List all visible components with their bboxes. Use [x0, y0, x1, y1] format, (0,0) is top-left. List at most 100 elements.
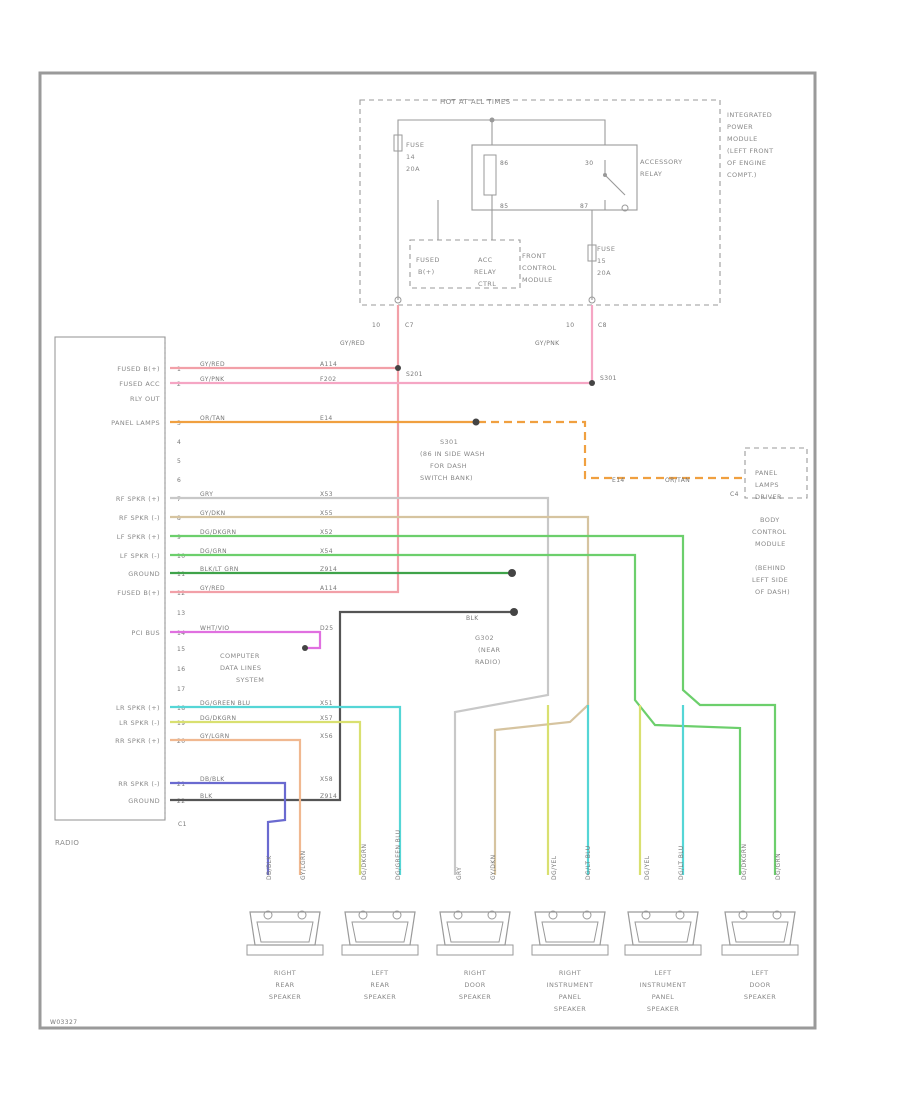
radio-row: 17	[177, 686, 185, 693]
radio-circuit: X56	[320, 733, 333, 740]
wire-x57-yellow	[170, 720, 362, 875]
speaker-name: SPEAKER	[647, 1005, 679, 1013]
speaker-name: REAR	[370, 981, 389, 989]
radio-wire-color: DG/DKGRN	[200, 715, 236, 722]
speaker-name: RIGHT	[559, 969, 581, 977]
wire-x52-green	[170, 534, 777, 875]
radio-wire-color: GY/RED	[200, 585, 225, 592]
hot-at-all-times: HOT AT ALL TIMES	[440, 98, 511, 106]
svg-text:COMPT.): COMPT.)	[727, 171, 757, 179]
radio-pin-number: 9	[177, 534, 181, 541]
radio-wire-color: DG/DKGRN	[200, 529, 236, 536]
ipm-label: INTEGRATED POWER MODULE (LEFT FRONT OF E…	[727, 111, 773, 179]
radio-pin-number: 7	[177, 496, 181, 503]
svg-text:(BEHIND: (BEHIND	[755, 564, 786, 572]
splice-e14-dot	[472, 418, 480, 426]
svg-text:RADIO): RADIO)	[475, 658, 501, 666]
radio-circuit: X54	[320, 548, 333, 555]
speaker-name: PANEL	[652, 993, 675, 1001]
svg-text:OF ENGINE: OF ENGINE	[727, 159, 766, 167]
fuse-14: FUSE 14 20A	[393, 128, 424, 300]
radio-pin-label: PANEL LAMPS	[111, 419, 160, 427]
speaker-name: SPEAKER	[554, 1005, 586, 1013]
radio-pin-label: LR SPKR (+)	[116, 704, 160, 712]
svg-text:C4: C4	[730, 491, 739, 498]
radio-pin-label: RF SPKR (+)	[116, 495, 160, 503]
svg-text:ACC: ACC	[478, 256, 493, 264]
fuse-15: FUSE 15 20A	[587, 210, 615, 300]
svg-text:RELAY: RELAY	[474, 268, 496, 276]
wire-gy-pnk-top: GY/PNK	[535, 340, 560, 347]
speaker-wire-label: DG/LT BLU	[678, 845, 685, 880]
wire-f202	[170, 305, 594, 385]
ground-dot-2	[510, 608, 518, 616]
radio-pin-label: RR SPKR (+)	[115, 737, 160, 745]
radio-pin-number: 19	[177, 720, 185, 727]
radio-name: RADIO	[55, 839, 79, 847]
diagram-frame	[38, 71, 817, 1030]
radio-row: RLY OUT	[130, 395, 160, 403]
radio-pin-label: LF SPKR (+)	[117, 533, 160, 541]
accessory-relay: 86 85 30 87 ACCESSORY RELAY	[471, 120, 683, 212]
wire-x56-tan	[170, 738, 302, 875]
svg-text:B(+): B(+)	[418, 268, 435, 276]
wire-label-ortan: OR/TAN	[665, 477, 690, 484]
radio-pin-number: 18	[177, 705, 185, 712]
front-control-module: FUSED B(+) ACC RELAY CTRL FRONT CONTROL …	[409, 200, 556, 289]
speaker-name: REAR	[275, 981, 294, 989]
splice-s301: S301	[600, 375, 617, 382]
radio-circuit: X58	[320, 776, 333, 783]
svg-text:CTRL: CTRL	[478, 280, 496, 288]
wire-label-blk: BLK	[466, 615, 479, 622]
radio-pin-number: 6	[177, 477, 181, 484]
wire-x54-green	[170, 553, 742, 875]
radio-pin-number: 2	[177, 381, 181, 388]
radio-pin-number: 17	[177, 686, 185, 693]
svg-text:CONTROL: CONTROL	[752, 528, 787, 536]
radio-pin-label: RF SPKR (-)	[119, 514, 160, 522]
radio-circuit: Z914	[320, 566, 337, 573]
radio-pin-number: 21	[177, 781, 185, 788]
radio-pin-label: GROUND	[128, 570, 160, 578]
svg-text:ACCESSORY: ACCESSORY	[640, 158, 683, 166]
radio-pin-number: 11	[177, 571, 185, 578]
radio-connector: C1	[178, 821, 187, 828]
radio-wire-color: DG/GRN	[200, 548, 227, 555]
radio-circuit: X53	[320, 491, 333, 498]
svg-text:20A: 20A	[406, 165, 420, 173]
conn-c8-pin: 10	[566, 322, 574, 329]
svg-text:BODY: BODY	[760, 516, 780, 524]
svg-text:85: 85	[500, 203, 508, 210]
radio-circuit: X52	[320, 529, 333, 536]
svg-text:MODULE: MODULE	[522, 276, 553, 284]
conn-c8: C8	[598, 322, 607, 329]
speaker-wire-label: GY/LGRN	[300, 851, 307, 881]
radio-pin-label: LR SPKR (-)	[119, 719, 160, 727]
svg-text:OF DASH): OF DASH)	[755, 588, 790, 596]
radio-pin-number: 16	[177, 666, 185, 673]
radio-row: 4	[177, 439, 181, 446]
radio-circuit: D25	[320, 625, 333, 632]
radio-pin-label: RR SPKR (-)	[118, 780, 160, 788]
wire-d25	[170, 630, 322, 650]
radio-pin-number: 3	[177, 420, 181, 427]
speaker-name: SPEAKER	[459, 993, 491, 1001]
radio-box	[54, 336, 166, 821]
wire-e14-dash	[478, 420, 745, 480]
radio-wire-color: DG/GREEN BLU	[200, 700, 250, 707]
radio-wire-color: OR/TAN	[200, 415, 225, 422]
speaker-wire-label: DG/GREEN BLU	[395, 830, 402, 880]
speaker-wire-label: DG/YEL	[551, 855, 558, 880]
speaker-name: INSTRUMENT	[547, 981, 594, 989]
